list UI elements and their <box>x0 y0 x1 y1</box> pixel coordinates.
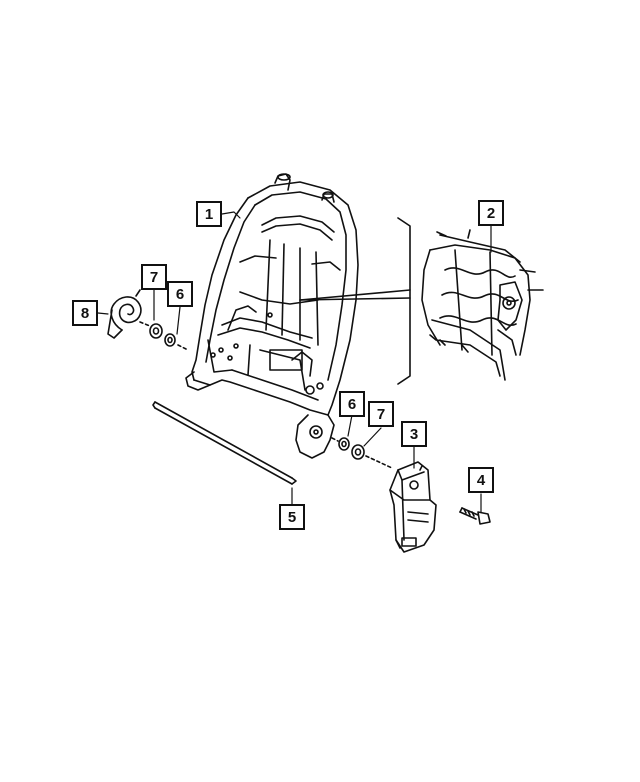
callout-8: 8 <box>72 300 98 326</box>
callout-7b: 7 <box>368 401 394 427</box>
callout-6a: 6 <box>167 281 193 307</box>
wire-suspension-mat <box>421 229 544 381</box>
callout-1: 1 <box>196 201 222 227</box>
callout-5: 5 <box>279 504 305 530</box>
spiral-spring <box>107 289 142 339</box>
callout-3: 3 <box>401 421 427 447</box>
rod <box>152 401 297 485</box>
callout-6b: 6 <box>339 391 365 417</box>
right-washer-stack <box>331 437 393 469</box>
callout-4: 4 <box>468 467 494 493</box>
callout-2: 2 <box>478 200 504 226</box>
recliner-motor <box>389 461 437 553</box>
callout-7a: 7 <box>141 264 167 290</box>
leader-lines <box>97 211 492 513</box>
inset-bracket <box>299 217 411 385</box>
screw <box>459 507 491 525</box>
left-washer-stack <box>139 321 189 351</box>
